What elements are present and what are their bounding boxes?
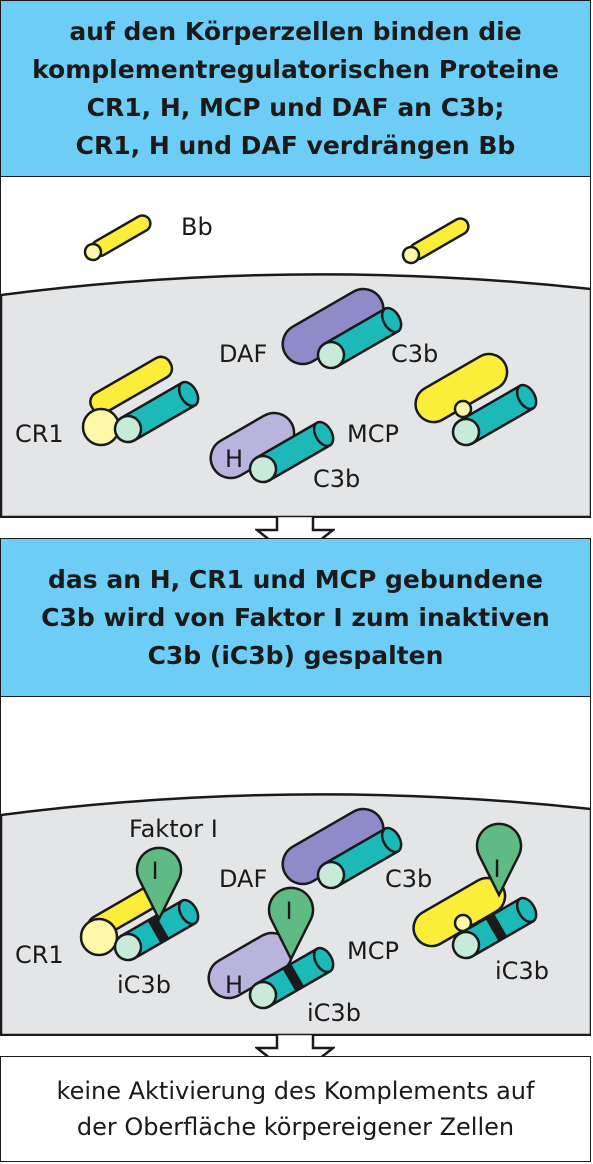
h-complex-2 [207, 886, 339, 1015]
scene-binding-illustration: Bb DAF C3b CR1 [0, 213, 593, 519]
h-complex [209, 411, 339, 489]
scene-binding: Bb DAF C3b CR1 [0, 176, 593, 519]
bb-label: Bb [181, 213, 213, 241]
mcp-ic3b-label: iC3b [495, 957, 549, 985]
daf-label-2: DAF [219, 865, 267, 893]
cr1-complex [81, 355, 204, 449]
cr1-complex-2 [79, 846, 204, 967]
scene-cleavage: Faktor I DAF C3b I CR1 iC3b [0, 696, 593, 1037]
bb-molecule-left [83, 214, 152, 262]
step2-line-3: C3b (iC3b) gespalten [147, 641, 444, 670]
daf-complex-2 [281, 807, 407, 895]
mcp-complex [414, 352, 542, 452]
daf-c3b-label-2: C3b [385, 865, 432, 893]
cr1-label-2: CR1 [15, 941, 64, 969]
result-line-2: der Oberfläche körpereigener Zellen [76, 1113, 515, 1141]
step1-line-2: komplementregulatorischen Proteine [32, 55, 559, 84]
mcp-complex-2 [412, 822, 542, 965]
step2-line-1: das an H, CR1 und MCP gebundene [48, 565, 543, 594]
scene-cleavage-illustration: Faktor I DAF C3b I CR1 iC3b [0, 793, 593, 1037]
step1-line-3: CR1, H, MCP und DAF an C3b; [86, 93, 505, 122]
step1-line-1: auf den Körperzellen binden die [69, 17, 522, 46]
result-box: keine Aktivierung des Komplements auf de… [0, 1056, 591, 1162]
step1-line-4: CR1, H und DAF verdrängen Bb [75, 131, 516, 160]
daf-label: DAF [219, 340, 267, 368]
daf-complex [281, 287, 407, 375]
step2-header: das an H, CR1 und MCP gebundene C3b wird… [0, 538, 591, 698]
result-line-1: keine Aktivierung des Komplements auf [56, 1077, 535, 1105]
h-ic3b-label: iC3b [307, 999, 361, 1027]
factor-i-letter-1: I [151, 857, 158, 885]
step2-line-2: C3b wird von Faktor I zum inaktiven [41, 603, 550, 632]
faktor-i-label: Faktor I [129, 815, 218, 843]
cell-surface [0, 273, 593, 519]
daf-c3b-label: C3b [391, 340, 438, 368]
step1-header: auf den Körperzellen binden die kompleme… [0, 0, 591, 178]
cr1-ic3b-label: iC3b [117, 971, 171, 999]
factor-i-letter-2: I [285, 897, 292, 925]
h-label: H [225, 445, 243, 473]
mcp-label-2: MCP [347, 937, 399, 965]
h-c3b-label: C3b [313, 465, 360, 493]
mcp-label: MCP [347, 420, 399, 448]
bb-molecule-right [401, 217, 470, 265]
cr1-label: CR1 [15, 420, 64, 448]
h-label-2: H [225, 971, 243, 999]
factor-i-letter-3: I [493, 855, 500, 883]
